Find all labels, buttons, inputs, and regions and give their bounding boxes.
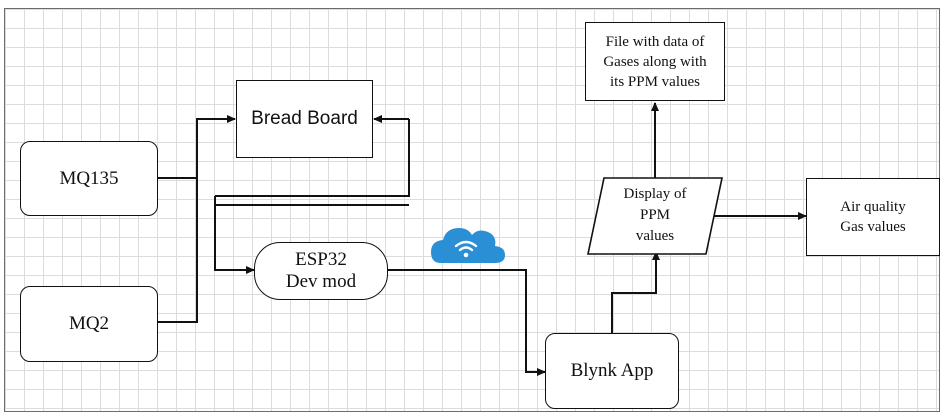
breadboard-right-connector (215, 119, 410, 197)
bread-board-node: Bread Board (236, 80, 373, 158)
mq135-label: MQ135 (59, 167, 119, 189)
mq2-to-breadboard-arrow (158, 178, 198, 323)
file-data-node: File with data of Gases along with its P… (585, 22, 725, 101)
mq135-to-breadboard-arrow (158, 115, 236, 179)
blynk-label: Blynk App (570, 360, 654, 381)
display-ppm-shape (587, 177, 723, 255)
blynk-to-display-arrow (611, 251, 660, 333)
display-label-line3: values (635, 228, 675, 244)
esp32-label-line1: ESP32 (295, 249, 347, 270)
wifi-cloud-icon (431, 228, 505, 263)
display-ppm-node: Display of PPM values (596, 184, 714, 247)
esp32-to-blynk-arrow (388, 269, 546, 376)
file-label-line1: File with data of (605, 33, 705, 50)
mq2-sensor-node: MQ2 (20, 286, 158, 362)
diagram-canvas (4, 8, 940, 412)
esp32-node: ESP32 Dev mod (254, 242, 388, 300)
file-label-line3: its PPM values (609, 73, 700, 90)
breadboard-to-esp32-arrow (214, 196, 255, 274)
display-label-line1: Display of (623, 186, 687, 202)
esp32-label-line2: Dev mod (285, 271, 357, 292)
bread-board-label: Bread Board (251, 108, 358, 129)
air-quality-node: Air quality Gas values (806, 178, 940, 256)
mq135-sensor-node: MQ135 (20, 141, 158, 216)
file-label-line2: Gases along with (603, 53, 707, 70)
display-label-line2: PPM (639, 207, 671, 223)
blynk-app-node: Blynk App (545, 333, 679, 409)
air-label-line1: Air quality (840, 199, 906, 215)
mq2-label: MQ2 (68, 313, 110, 334)
air-label-line2: Gas values (840, 219, 906, 235)
